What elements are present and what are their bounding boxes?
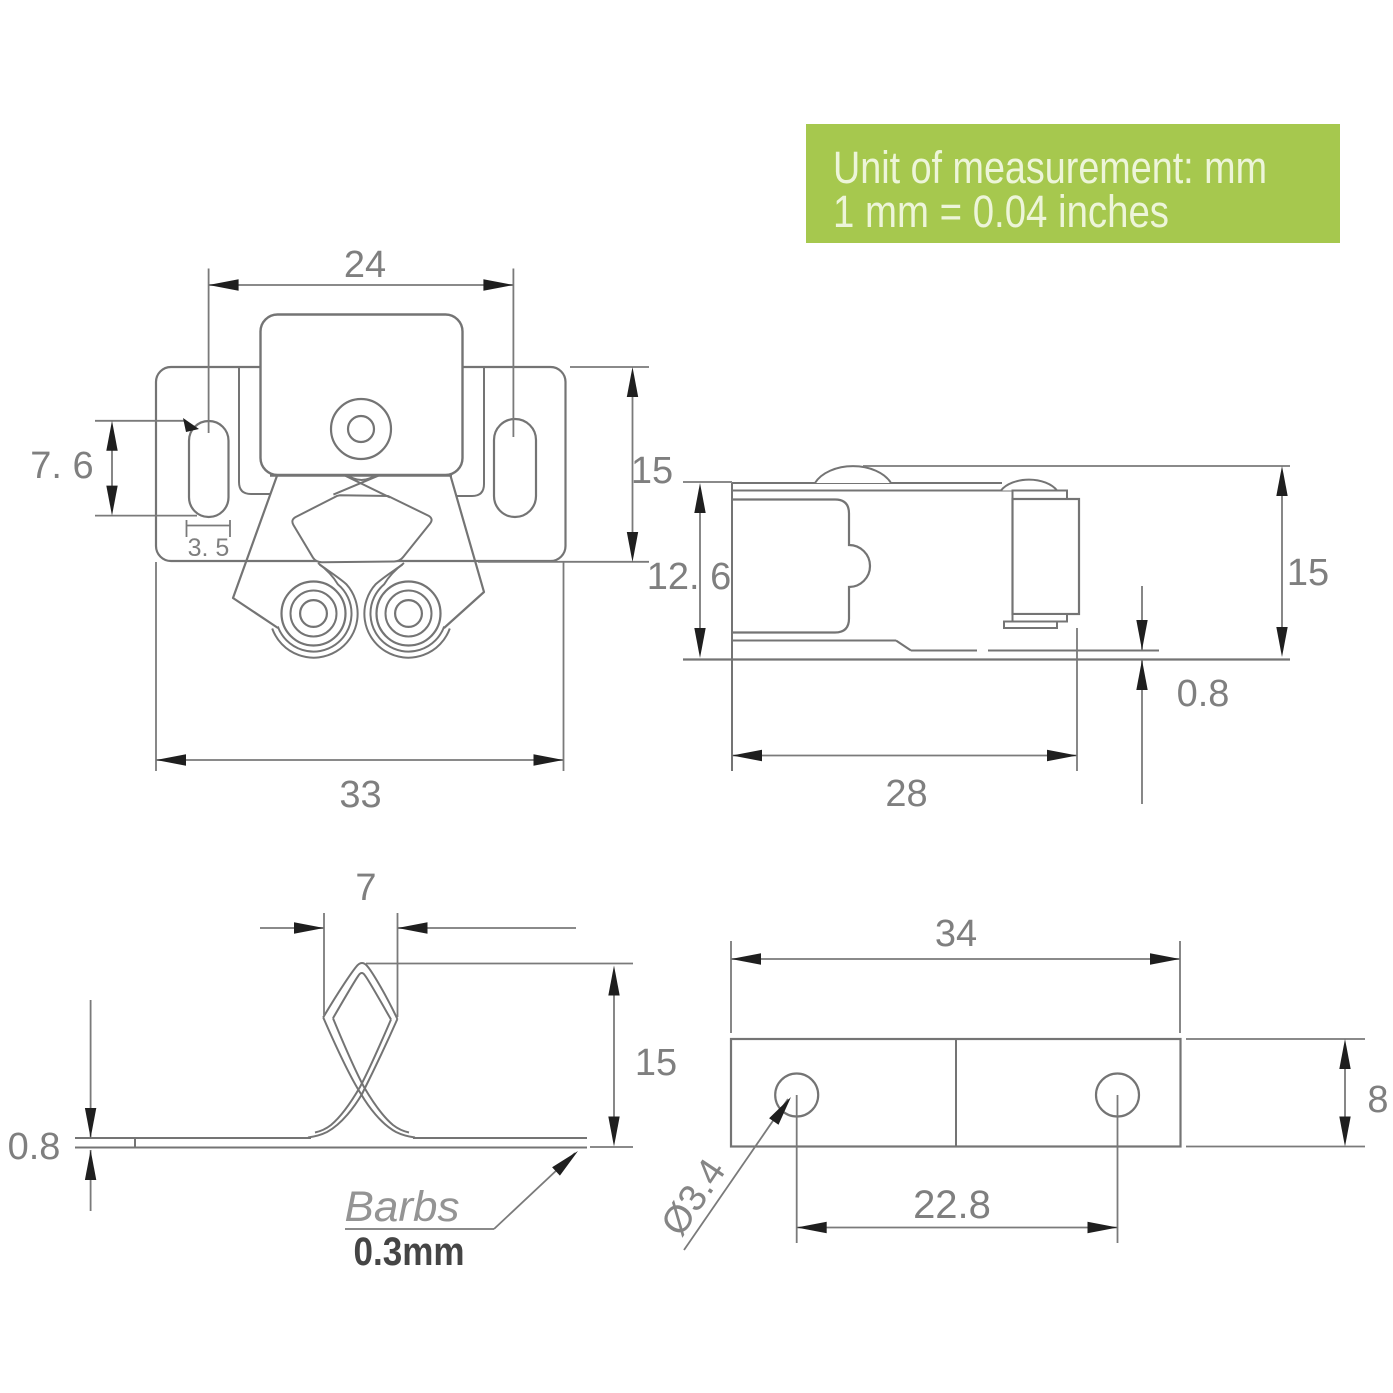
svg-text:Barbs: Barbs — [345, 1183, 460, 1231]
svg-text:Unit of measurement: mm: Unit of measurement: mm — [833, 142, 1267, 193]
svg-text:12. 6: 12. 6 — [647, 556, 732, 598]
svg-text:Ø3.4: Ø3.4 — [653, 1152, 734, 1244]
svg-text:0.8: 0.8 — [8, 1126, 61, 1168]
svg-text:28: 28 — [885, 773, 927, 815]
svg-text:3. 5: 3. 5 — [188, 534, 230, 562]
svg-text:15: 15 — [635, 1042, 677, 1084]
svg-text:0.8: 0.8 — [1177, 673, 1230, 715]
svg-text:1 mm = 0.04 inches: 1 mm = 0.04 inches — [833, 186, 1169, 237]
svg-text:24: 24 — [344, 244, 386, 286]
svg-text:8: 8 — [1367, 1079, 1388, 1121]
svg-text:22.8: 22.8 — [913, 1183, 991, 1227]
svg-text:15: 15 — [1287, 552, 1329, 594]
svg-text:34: 34 — [935, 913, 977, 955]
svg-text:7: 7 — [355, 867, 376, 909]
svg-text:33: 33 — [339, 774, 381, 816]
svg-text:15: 15 — [631, 450, 673, 492]
svg-text:0.3mm: 0.3mm — [354, 1230, 465, 1274]
svg-text:7. 6: 7. 6 — [30, 445, 93, 487]
